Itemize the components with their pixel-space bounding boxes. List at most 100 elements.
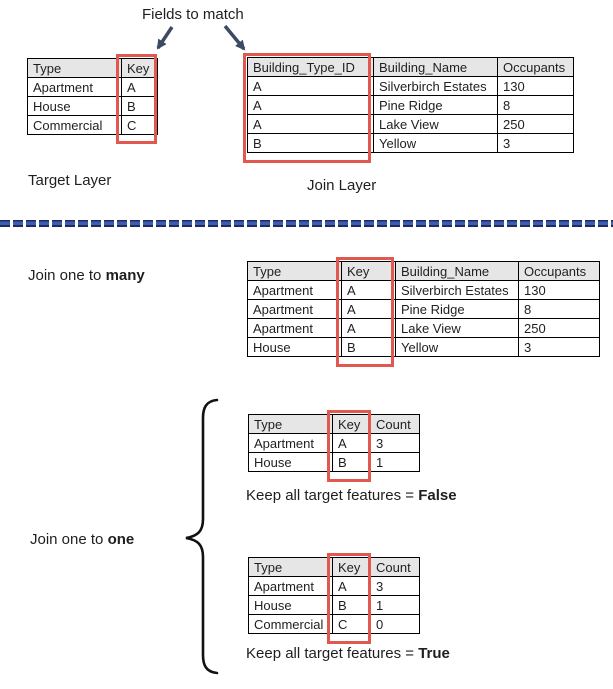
table-cell: 130 (518, 280, 600, 300)
table-cell: Silverbirch Estates (395, 280, 519, 300)
keep-false-prefix: Keep all target features = (246, 487, 419, 504)
table-cell: 0 (370, 614, 420, 634)
table-cell: 1 (370, 452, 420, 472)
table-cell: Lake View (395, 318, 519, 338)
table-cell: A (332, 576, 371, 596)
table-cell: 3 (518, 337, 600, 357)
join-one-to-one-label: Join one to one (30, 531, 134, 548)
table-cell: Apartment (27, 77, 122, 97)
keep-true-prefix: Keep all target features = (246, 645, 419, 662)
section-divider (0, 220, 613, 227)
table-cell: Apartment (247, 299, 342, 319)
column-header: Count (370, 414, 420, 434)
column-header: Key (341, 261, 396, 281)
table-cell: B (247, 133, 374, 153)
keep-true-bold: True (418, 645, 450, 662)
table-cell: B (332, 595, 371, 615)
table-cell: Commercial (248, 614, 333, 634)
table-cell: Silverbirch Estates (373, 76, 498, 96)
fields-to-match-title: Fields to match (142, 6, 244, 23)
brace-path (185, 398, 219, 675)
one-to-one-brace (185, 398, 219, 675)
column-header: Count (370, 557, 420, 577)
column-header: Building_Name (395, 261, 519, 281)
column-header: Type (248, 557, 333, 577)
table-cell: A (332, 433, 371, 453)
table-cell: House (248, 595, 333, 615)
table-cell: 3 (370, 576, 420, 596)
table-cell: A (247, 95, 374, 115)
arrow-to-join-key-icon (223, 24, 246, 51)
join-layer-label: Join Layer (307, 177, 377, 194)
arrow-to-target-key-icon (156, 26, 174, 50)
table-cell: Pine Ridge (395, 299, 519, 319)
table-cell: B (332, 452, 371, 472)
join-one-to-many-prefix: Join one to (28, 267, 106, 284)
column-header: Building_Name (373, 57, 498, 77)
table-cell: 250 (518, 318, 600, 338)
keep-false-bold: False (418, 487, 457, 504)
table-cell: House (248, 452, 333, 472)
join-one-to-one-prefix: Join one to (30, 531, 108, 548)
target-layer-label: Target Layer (28, 172, 112, 189)
table-cell: A (341, 299, 396, 319)
column-header: Key (332, 414, 371, 434)
table-cell: Apartment (247, 318, 342, 338)
table-cell: Lake View (373, 114, 498, 134)
keep-true-caption: Keep all target features = True (246, 645, 450, 662)
column-header: Type (247, 261, 342, 281)
table-cell: House (27, 96, 122, 116)
keep-false-caption: Keep all target features = False (246, 487, 457, 504)
table-cell: A (247, 76, 374, 96)
column-header: Key (121, 58, 158, 78)
join-one-to-many-label: Join one to many (28, 267, 145, 284)
column-header: Key (332, 557, 371, 577)
column-header: Occupants (497, 57, 574, 77)
table-cell: Commercial (27, 115, 122, 135)
column-header: Type (27, 58, 122, 78)
column-header: Type (248, 414, 333, 434)
table-cell: C (121, 115, 158, 135)
table-cell: C (332, 614, 371, 634)
join-one-to-one-bold: one (107, 531, 135, 548)
table-cell: Yellow (373, 133, 498, 153)
table-cell: A (341, 318, 396, 338)
table-cell: Apartment (248, 433, 333, 453)
column-header: Building_Type_ID (247, 57, 374, 77)
table-cell: House (247, 337, 342, 357)
table-cell: B (341, 337, 396, 357)
join-one-to-many-bold: many (105, 267, 145, 284)
table-cell: 130 (497, 76, 574, 96)
column-header: Occupants (518, 261, 600, 281)
table-cell: Yellow (395, 337, 519, 357)
table-cell: Apartment (248, 576, 333, 596)
table-cell: 8 (497, 95, 574, 115)
table-cell: A (341, 280, 396, 300)
